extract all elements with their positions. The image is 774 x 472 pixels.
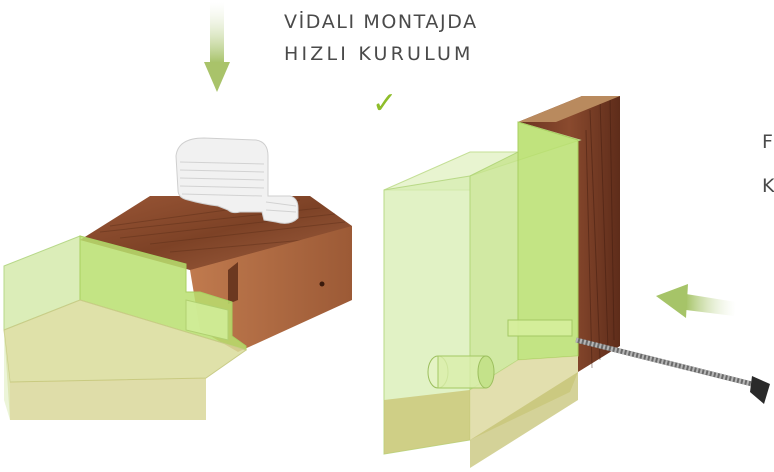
caption-line-2: HIZLI KURULUM	[284, 43, 474, 65]
down-arrow-icon	[204, 2, 230, 92]
side-text: F K	[762, 120, 774, 208]
caption-line-1: VİDALI MONTAJDA	[284, 11, 478, 33]
left-green-profile	[3, 235, 248, 420]
side-text-line-1: F	[762, 131, 773, 153]
screw	[575, 337, 770, 404]
right-wood-panel	[518, 96, 620, 372]
connector-fitting	[175, 137, 299, 224]
right-green-profile	[383, 121, 582, 468]
checkmark-icon: ✓	[372, 86, 398, 121]
side-text-line-2: K	[762, 175, 774, 197]
caption: VİDALI MONTAJDA HIZLI KURULUM	[284, 6, 524, 70]
left-arrow-icon	[656, 284, 736, 318]
